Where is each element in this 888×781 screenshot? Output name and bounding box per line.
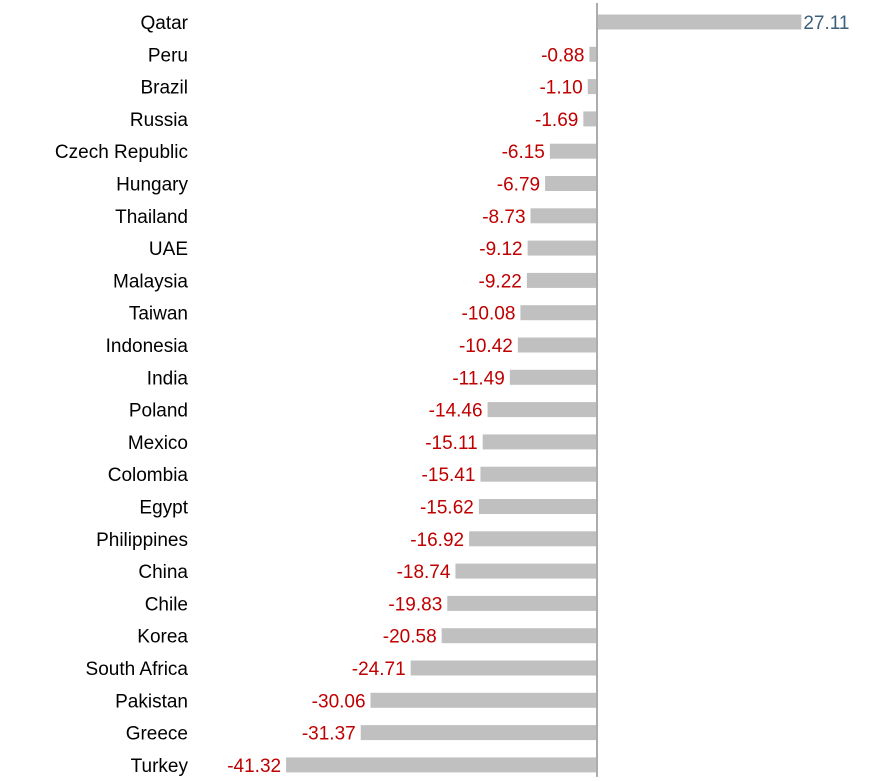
bar-colombia bbox=[480, 466, 597, 482]
category-label-colombia: Colombia bbox=[108, 465, 189, 486]
value-label-pakistan: -30.06 bbox=[312, 691, 366, 712]
category-label-thailand: Thailand bbox=[115, 207, 188, 228]
category-label-turkey: Turkey bbox=[131, 756, 189, 777]
category-label-greece: Greece bbox=[126, 724, 188, 745]
category-label-taiwan: Taiwan bbox=[129, 304, 188, 325]
category-label-chile: Chile bbox=[145, 594, 188, 615]
category-label-uae: UAE bbox=[149, 239, 188, 260]
value-label-colombia: -15.41 bbox=[422, 465, 476, 486]
value-label-egypt: -15.62 bbox=[420, 498, 474, 519]
bar-qatar bbox=[598, 14, 802, 30]
value-label-malaysia: -9.22 bbox=[479, 271, 522, 292]
category-label-egypt: Egypt bbox=[139, 498, 188, 519]
value-label-philippines: -16.92 bbox=[410, 530, 464, 551]
value-label-uae: -9.12 bbox=[479, 239, 522, 260]
bar-russia bbox=[583, 111, 596, 127]
category-label-russia: Russia bbox=[130, 110, 189, 131]
category-label-brazil: Brazil bbox=[140, 78, 188, 99]
category-label-hungary: Hungary bbox=[116, 175, 188, 196]
value-label-india: -11.49 bbox=[452, 368, 504, 389]
bar-south-africa bbox=[410, 660, 596, 676]
bar-uae bbox=[527, 240, 596, 256]
value-label-brazil: -1.10 bbox=[539, 78, 582, 99]
category-label-peru: Peru bbox=[148, 45, 188, 66]
category-label-philippines: Philippines bbox=[96, 530, 188, 551]
value-label-greece: -31.37 bbox=[302, 724, 356, 745]
bar-korea bbox=[441, 628, 596, 644]
value-label-taiwan: -10.08 bbox=[462, 304, 516, 325]
value-label-chile: -19.83 bbox=[388, 594, 442, 615]
value-label-peru: -0.88 bbox=[541, 45, 584, 66]
value-label-mexico: -15.11 bbox=[425, 433, 477, 454]
bar-peru bbox=[589, 46, 596, 62]
category-label-india: India bbox=[147, 368, 189, 389]
bar-greece bbox=[360, 725, 597, 741]
category-label-mexico: Mexico bbox=[128, 433, 188, 454]
value-label-indonesia: -10.42 bbox=[459, 336, 513, 357]
value-label-thailand: -8.73 bbox=[482, 207, 525, 228]
bar-turkey bbox=[286, 757, 596, 773]
category-label-pakistan: Pakistan bbox=[115, 691, 188, 712]
value-label-russia: -1.69 bbox=[535, 110, 578, 131]
category-label-poland: Poland bbox=[129, 401, 188, 422]
bar-india bbox=[509, 369, 596, 385]
value-label-korea: -20.58 bbox=[383, 627, 437, 648]
category-label-malaysia: Malaysia bbox=[113, 271, 188, 292]
bar-malaysia bbox=[526, 272, 596, 288]
value-label-turkey: -41.32 bbox=[227, 756, 281, 777]
value-label-south-africa: -24.71 bbox=[352, 659, 406, 680]
bar-brazil bbox=[587, 79, 596, 95]
value-labels-layer: 27.11 -0.88 -1.10 -1.69 -6.15 -6.79 -8.73 -9.12… bbox=[227, 13, 849, 777]
bar-czech-republic bbox=[549, 143, 597, 159]
bar-poland bbox=[487, 402, 596, 418]
bar-thailand bbox=[530, 208, 596, 224]
value-label-china: -18.74 bbox=[397, 562, 451, 583]
bar-mexico bbox=[482, 434, 596, 450]
category-label-indonesia: Indonesia bbox=[106, 336, 189, 357]
bar-indonesia bbox=[517, 337, 596, 353]
bars-layer bbox=[286, 14, 802, 773]
category-label-china: China bbox=[138, 562, 188, 583]
category-label-czech-republic: Czech Republic bbox=[55, 142, 188, 163]
bar-taiwan bbox=[520, 305, 596, 321]
bar-chile bbox=[447, 595, 596, 611]
category-label-qatar: Qatar bbox=[140, 13, 188, 34]
value-label-hungary: -6.79 bbox=[497, 175, 540, 196]
value-label-poland: -14.46 bbox=[429, 401, 483, 422]
category-label-korea: Korea bbox=[137, 627, 188, 648]
value-label-qatar: 27.11 bbox=[803, 13, 849, 34]
category-label-south-africa: South Africa bbox=[86, 659, 189, 680]
bar-pakistan bbox=[370, 692, 596, 708]
bar-philippines bbox=[469, 531, 596, 547]
bar-egypt bbox=[478, 499, 596, 514]
value-label-czech-republic: -6.15 bbox=[502, 142, 545, 163]
bar-china bbox=[455, 563, 596, 579]
bar-hungary bbox=[545, 176, 596, 191]
